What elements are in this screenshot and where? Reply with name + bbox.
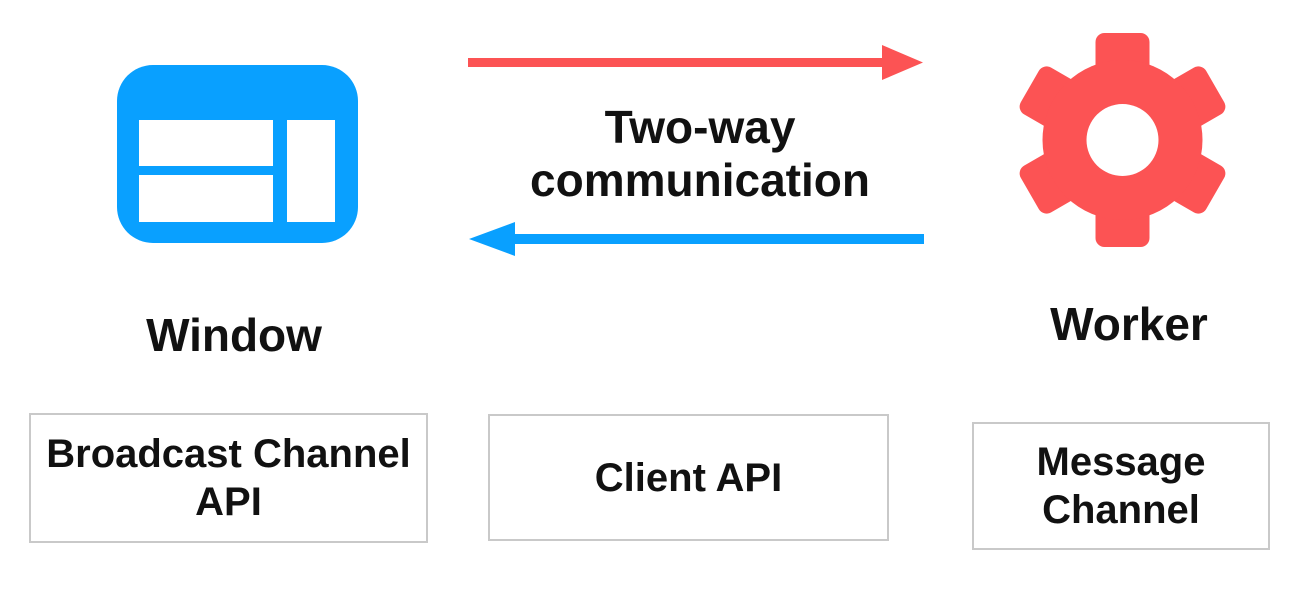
red-right-arrow-icon	[468, 45, 923, 80]
browser-window-pane-bottom	[139, 175, 273, 222]
window-label: Window	[146, 309, 322, 361]
gear-icon	[1019, 33, 1226, 247]
broadcast-channel-api-box: Broadcast Channel API	[29, 413, 428, 543]
red-arrow-shape	[468, 45, 923, 80]
browser-window-pane-side	[287, 120, 335, 222]
broadcast-channel-api-label: Broadcast Channel API	[46, 432, 411, 524]
blue-arrow-shape	[469, 222, 924, 256]
client-api-label: Client API	[594, 455, 783, 500]
client-api-box: Client API	[488, 414, 889, 541]
blue-left-arrow-icon	[469, 222, 924, 256]
two-way-communication-label: Two-way communication	[440, 101, 960, 207]
worker-label: Worker	[1050, 298, 1208, 350]
two-way-communication-line1: Two-way	[604, 101, 796, 153]
message-channel-box: Message Channel	[972, 422, 1270, 550]
gear-center-hole	[1086, 104, 1159, 176]
message-channel-label: Message Channel	[1036, 440, 1206, 532]
browser-window-pane-top	[139, 120, 273, 166]
browser-window-icon	[117, 65, 358, 243]
two-way-communication-line2: communication	[530, 154, 870, 206]
